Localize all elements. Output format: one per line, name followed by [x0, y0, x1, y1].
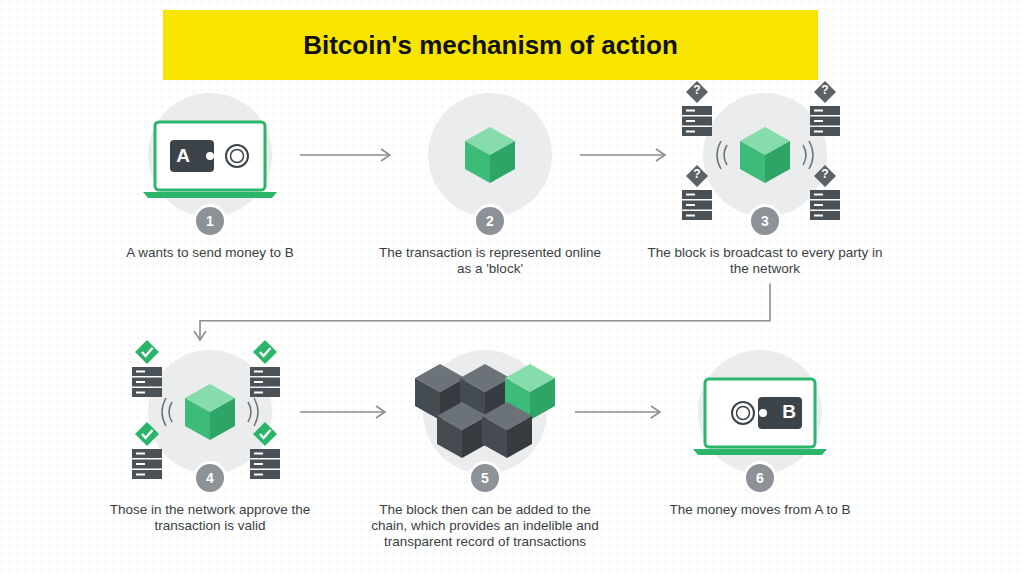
step-caption: The block is broadcast to every party in…: [645, 245, 885, 277]
step-node: 3The block is broadcast to every party i…: [703, 93, 827, 217]
step-node: 2The transaction is represented online a…: [428, 93, 552, 217]
title-banner: Bitcoin's mechanism of action: [163, 10, 818, 80]
step-number: 4: [193, 461, 227, 495]
block-chain: [415, 364, 555, 458]
icon-label: ?: [687, 84, 707, 96]
step-number: 5: [468, 461, 502, 495]
step-number: 2: [473, 204, 507, 238]
icon-label: B: [778, 402, 800, 421]
step-caption: The block then can be added to the chain…: [365, 502, 605, 551]
flow-arrow: [200, 283, 770, 340]
step-circles: [148, 93, 827, 474]
icon-label: ?: [815, 168, 835, 180]
icon-label: ?: [815, 84, 835, 96]
step-caption: The transaction is represented online as…: [370, 245, 610, 277]
flow-arrow: [580, 154, 665, 156]
icon-label: A: [172, 146, 194, 165]
step-number: 1: [193, 204, 227, 238]
approving-servers: [132, 340, 280, 479]
step-node: 5The block then can be added to the chai…: [423, 350, 547, 474]
laptop-b: [693, 379, 827, 455]
flow-arrow: [300, 154, 390, 156]
step-number: 3: [748, 204, 782, 238]
broadcast-servers: [682, 81, 840, 220]
step-number: 6: [743, 461, 777, 495]
step-node: 4Those in the network approve the transa…: [148, 350, 272, 474]
step-node: 6The money moves from A to B: [698, 350, 822, 474]
flow-arrow: [575, 411, 660, 413]
step-caption: Those in the network approve the transac…: [90, 502, 330, 534]
flow-arrow: [300, 411, 385, 413]
step-caption: A wants to send money to B: [90, 245, 330, 261]
laptop-a: [143, 122, 277, 198]
step-caption: The money moves from A to B: [640, 502, 880, 518]
step-node: 1A wants to send money to B: [148, 93, 272, 217]
icon-label: ?: [687, 168, 707, 180]
block-cube: [465, 127, 515, 183]
